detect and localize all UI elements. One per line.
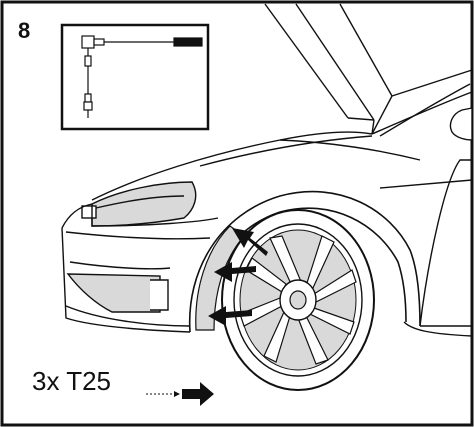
wheel: [221, 209, 375, 391]
small-arrow-to-big-arrow-icon: [146, 382, 214, 406]
black-arrow-icon: [232, 228, 268, 256]
front-bumper: [61, 203, 219, 333]
side-mirror: [449, 107, 473, 141]
torx-screwdriver-icon: [81, 35, 203, 118]
step-number: 8: [18, 18, 31, 43]
caption-tool-size: 3x T25: [32, 366, 112, 396]
fastener-arrows: [208, 228, 268, 326]
tool-inset: [60, 23, 210, 131]
black-arrow-icon: [208, 306, 252, 326]
open-hood: [264, 3, 473, 135]
car-body-rear: [371, 83, 473, 337]
headlight: [81, 181, 197, 227]
front-fender: [91, 131, 421, 201]
black-arrow-icon: [214, 262, 256, 282]
